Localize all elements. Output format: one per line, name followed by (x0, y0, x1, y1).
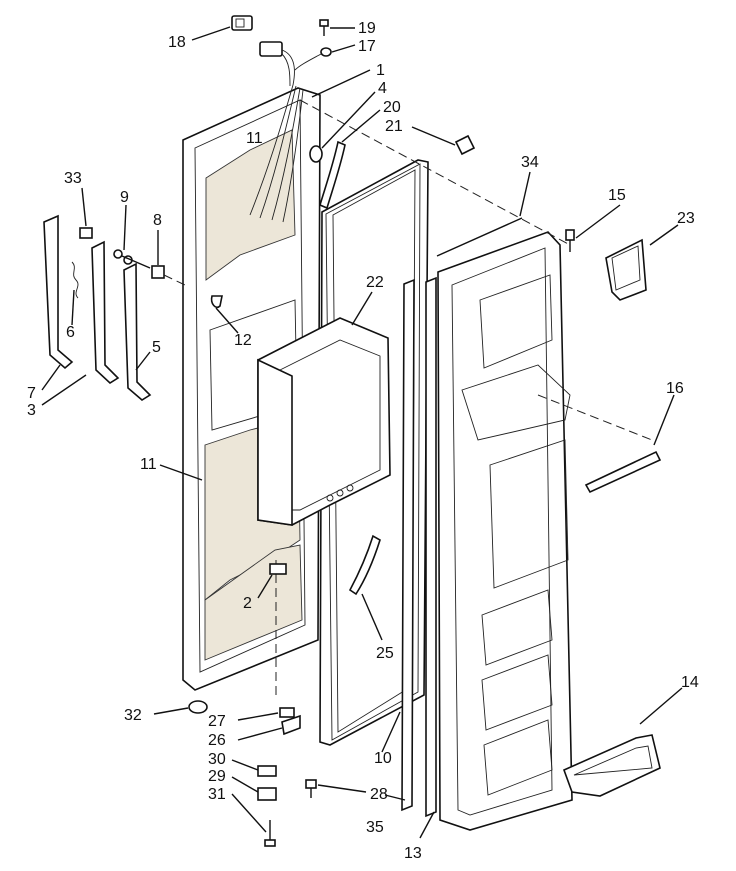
wire-harness-plug (259, 41, 295, 87)
label-7: 7 (27, 385, 36, 402)
label-11-mid: 11 (140, 456, 157, 473)
pin-9 (113, 249, 151, 269)
block-8 (151, 265, 165, 279)
hinge-30 (257, 765, 277, 777)
dispenser-22 (257, 317, 391, 526)
outer-door-panel (182, 84, 321, 691)
chute-23 (605, 238, 647, 301)
strip-35 (401, 278, 415, 812)
bar-34 (436, 217, 523, 257)
label-21: 21 (385, 118, 403, 135)
clip-12 (210, 295, 223, 309)
label-16: 16 (666, 380, 684, 397)
screw-31 (264, 820, 276, 847)
label-29: 29 (208, 768, 226, 785)
bracket-2 (269, 563, 287, 575)
screw-19 (319, 19, 329, 36)
leader-lines (41, 26, 683, 839)
strip-13 (425, 276, 437, 818)
label-34: 34 (521, 154, 539, 171)
label-1: 1 (376, 62, 385, 79)
tube-25 (348, 534, 381, 596)
screw-28 (305, 779, 317, 798)
handle-3 (91, 240, 120, 385)
label-27: 27 (208, 713, 226, 730)
hinge-29 (257, 787, 277, 801)
tube-20 (319, 140, 346, 210)
clip-17 (294, 47, 332, 71)
label-20: 20 (383, 99, 401, 116)
alignment-line-16 (537, 394, 653, 441)
label-19: 19 (358, 20, 376, 37)
label-26: 26 (208, 732, 226, 749)
label-12: 12 (234, 332, 252, 349)
label-14: 14 (681, 674, 699, 691)
strip-16 (584, 450, 662, 494)
hinge-26 (281, 714, 301, 736)
handle-7 (43, 214, 74, 370)
handle-5 (123, 262, 152, 401)
label-3: 3 (27, 402, 36, 419)
bumper-4 (309, 145, 323, 163)
label-28: 28 (370, 786, 388, 803)
label-10: 10 (374, 750, 392, 767)
label-22: 22 (366, 274, 384, 291)
label-4: 4 (378, 80, 387, 97)
label-13: 13 (404, 845, 422, 862)
label-9: 9 (120, 189, 129, 206)
screw-15 (565, 229, 575, 252)
label-33: 33 (64, 170, 82, 187)
spring-6 (71, 261, 79, 299)
cap-21 (454, 134, 476, 156)
label-23: 23 (677, 210, 695, 227)
label-18: 18 (168, 34, 186, 51)
label-32: 32 (124, 707, 142, 724)
part-labels: 18 19 17 1 4 20 21 11 33 9 8 34 15 23 22… (27, 20, 699, 862)
label-8: 8 (153, 212, 162, 229)
label-31: 31 (208, 786, 226, 803)
label-17: 17 (358, 38, 376, 55)
label-25: 25 (376, 645, 394, 662)
shelf-14 (562, 734, 661, 797)
label-35: 35 (366, 819, 384, 836)
hinge-27 (279, 707, 295, 718)
connector-block-18 (231, 15, 253, 31)
pad-33 (79, 227, 93, 239)
bumper-32 (188, 700, 208, 714)
label-6: 6 (66, 324, 75, 341)
label-15: 15 (608, 187, 626, 204)
label-5: 5 (152, 339, 161, 356)
handle-mount-line (163, 274, 186, 286)
label-2: 2 (243, 595, 252, 612)
inner-door-liner (437, 231, 573, 831)
alignment-line-top (299, 99, 571, 246)
label-30: 30 (208, 751, 226, 768)
label-11-top: 11 (246, 130, 263, 147)
